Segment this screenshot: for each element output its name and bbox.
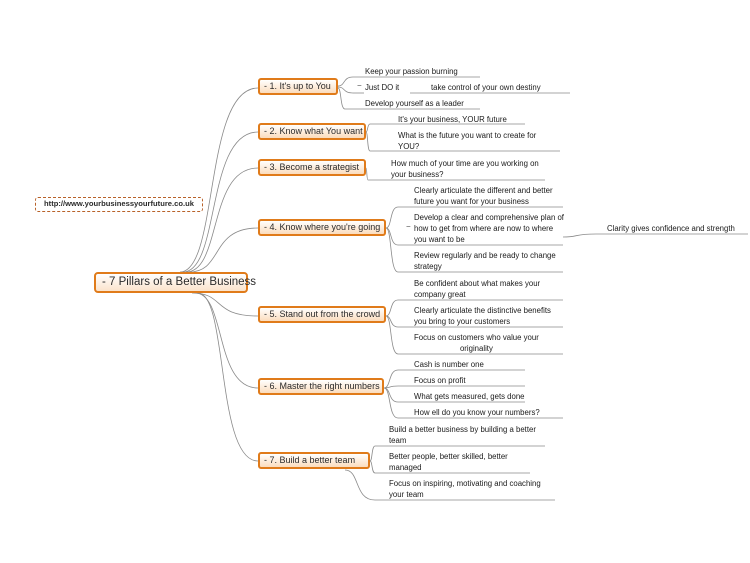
connector-leaf-10 xyxy=(385,227,399,273)
connector-branch-6 xyxy=(194,292,259,389)
connector-branch-5 xyxy=(191,292,259,317)
collapse-icon[interactable]: − xyxy=(357,81,362,90)
collapse-icon[interactable]: - xyxy=(102,276,106,288)
leaf-build-team[interactable]: Build a better business by building a be… xyxy=(389,425,536,445)
leaf-focus-customers[interactable]: Focus on customers who value your origin… xyxy=(414,333,539,353)
leaf-take-control[interactable]: take control of your own destiny xyxy=(431,83,541,92)
collapse-icon[interactable]: - xyxy=(264,126,267,136)
connector-branch-4 xyxy=(188,227,259,273)
branch-7[interactable]: - 7. Build a better team xyxy=(258,452,370,469)
leaf-distinctive-benefits[interactable]: Clearly articulate the distinctive benef… xyxy=(414,306,551,326)
leaf-be-confident[interactable]: Be confident about what makes your compa… xyxy=(414,279,541,299)
leaf-articulate-future[interactable]: Clearly articulate the different and bet… xyxy=(414,186,553,206)
connector-leaf-17 xyxy=(383,387,399,419)
central-topic-label: 7 Pillars of a Better Business xyxy=(109,276,257,288)
connector-leaf-9 xyxy=(562,233,597,238)
connector-leaf-0 xyxy=(337,76,354,87)
connector-leaf-1 xyxy=(337,86,354,94)
connector-leaf-3 xyxy=(337,87,346,110)
connector-leaf-4 xyxy=(365,123,371,133)
connector-branch-1 xyxy=(179,87,259,273)
connector-branch-2 xyxy=(182,131,259,273)
leaf-working-on[interactable]: How much of your time are you working on… xyxy=(391,159,539,179)
collapse-icon[interactable]: - xyxy=(264,455,267,465)
leaf-measured[interactable]: What gets measured, gets done xyxy=(414,392,525,401)
leaf-passion[interactable]: Keep your passion burning xyxy=(365,67,458,76)
collapse-icon[interactable]: - xyxy=(264,222,267,232)
collapse-icon[interactable]: - xyxy=(264,162,267,172)
branch-2-label: 2. Know what You want xyxy=(269,126,363,136)
leaf-know-numbers[interactable]: How ell do you know your numbers? xyxy=(414,408,540,417)
branch-5[interactable]: - 5. Stand out from the crowd xyxy=(258,306,386,323)
connector-leaf-5 xyxy=(365,131,371,152)
branch-5-label: 5. Stand out from the crowd xyxy=(269,309,381,319)
connector-leaf-19 xyxy=(369,460,376,474)
branch-4[interactable]: - 4. Know where you're going xyxy=(258,219,386,236)
branch-3[interactable]: - 3. Become a strategist xyxy=(258,159,366,176)
connector-leaf-6 xyxy=(365,167,369,181)
branch-6[interactable]: - 6. Master the right numbers xyxy=(258,378,384,395)
collapse-icon[interactable]: - xyxy=(264,309,267,319)
branch-4-label: 4. Know where you're going xyxy=(269,222,381,232)
leaf-develop-plan[interactable]: Develop a clear and comprehensive plan o… xyxy=(414,213,564,244)
leaf-develop-leader[interactable]: Develop yourself as a leader xyxy=(365,99,464,108)
leaf-review[interactable]: Review regularly and be ready to change … xyxy=(414,251,556,271)
branch-1[interactable]: - 1. It's up to You xyxy=(258,78,338,95)
leaf-your-future[interactable]: It's your business, YOUR future xyxy=(398,115,507,124)
leaf-clarity[interactable]: Clarity gives confidence and strength xyxy=(607,224,735,233)
leaf-future-create[interactable]: What is the future you want to create fo… xyxy=(398,131,537,151)
leaf-inspiring[interactable]: Focus on inspiring, motivating and coach… xyxy=(389,479,541,499)
url-link[interactable]: http://www.yourbusinessyourfuture.co.uk xyxy=(35,197,203,212)
leaf-better-people[interactable]: Better people, better skilled, better ma… xyxy=(389,452,508,472)
leaf-just-do-it[interactable]: Just DO it xyxy=(365,83,400,92)
branch-3-label: 3. Become a strategist xyxy=(269,162,360,172)
connector-leaf-11 xyxy=(385,299,399,317)
branch-6-label: 6. Master the right numbers xyxy=(269,381,380,391)
connector-branch-3 xyxy=(185,167,259,273)
connector-leaf-18 xyxy=(369,445,376,462)
leaf-profit[interactable]: Focus on profit xyxy=(414,376,466,385)
collapse-icon[interactable]: - xyxy=(264,381,267,391)
collapse-icon[interactable]: - xyxy=(264,81,267,91)
connector-branch-7 xyxy=(197,292,259,462)
branch-1-label: 1. It's up to You xyxy=(269,81,331,91)
connector-leaf-13 xyxy=(385,315,399,355)
collapse-icon[interactable]: − xyxy=(406,222,411,231)
connector-leaf-7 xyxy=(385,206,399,229)
connector-leaf-14 xyxy=(383,369,399,389)
connector-leaf-20 xyxy=(344,469,376,501)
leaf-cash[interactable]: Cash is number one xyxy=(414,360,484,369)
branch-2[interactable]: - 2. Know what You want xyxy=(258,123,366,140)
central-topic[interactable]: - 7 Pillars of a Better Business xyxy=(94,272,256,293)
branch-7-label: 7. Build a better team xyxy=(269,455,356,465)
